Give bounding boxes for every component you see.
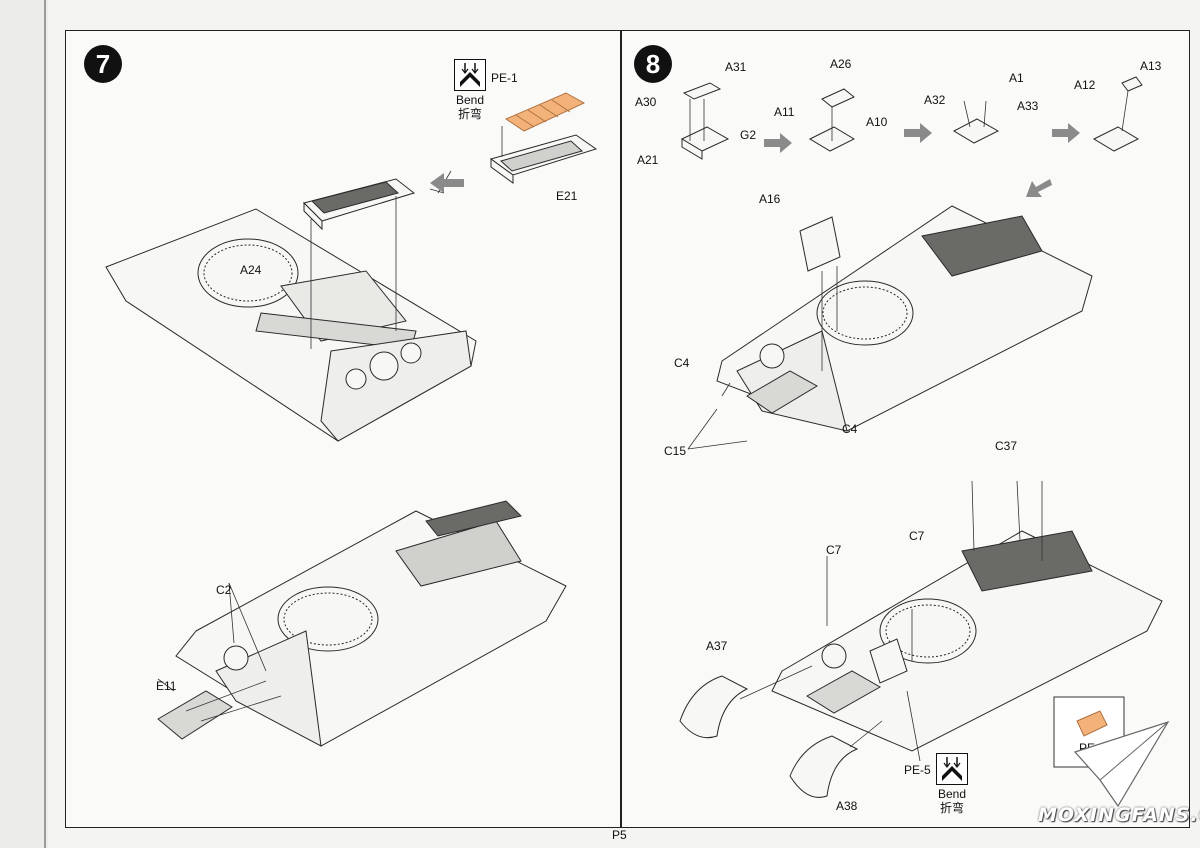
hatch-subassembly-4 [1092,126,1140,152]
step-8-number: 8 [634,45,672,83]
part-label: PE-1 [491,71,518,85]
bend-symbol-step7: Bend 折弯 [454,59,486,121]
e11-part [157,690,233,740]
step-8-diagram [679,76,1163,798]
watermark-text: MOXINGFANS.COM [1038,804,1200,826]
step-7-panel: 7 [65,30,621,828]
engine-grille-lower [395,520,522,587]
part-label: A21 [637,153,659,167]
part-label: E21 [556,189,578,203]
photo-etch-pe1 [504,92,586,132]
page-binding-margin [0,0,48,848]
bend-icon [454,59,486,91]
part-label: C37 [995,439,1018,453]
turret-ring-upper [197,238,299,308]
direction-arrow [904,123,932,143]
part-label: A12 [1074,78,1096,92]
part-label: A32 [924,93,946,107]
direction-arrow [430,173,464,193]
fender-a38 [789,735,859,798]
part-label: A38 [836,799,858,813]
rear-hatch-upper [746,370,818,414]
rear-plate-upper [320,330,472,442]
page-number: P5 [612,828,627,842]
part-label: E11 [156,679,177,693]
direction-arrow [1052,123,1080,143]
part-label: C7 [826,543,842,557]
part-label: A13 [1140,59,1162,73]
part-label: G2 [740,128,757,142]
part-label: A26 [830,57,852,71]
part-label: A31 [725,60,747,74]
bend-label-zh: 折弯 [939,801,964,815]
bend-icon [936,753,968,785]
part-label: A24 [240,263,262,277]
part-label: A37 [706,639,728,653]
step-7-diagram [105,92,598,747]
part-label: C2 [216,583,232,597]
part-label: C7 [909,529,925,543]
bend-label-en: Bend [455,93,485,107]
bend-label-en: Bend [937,787,967,801]
rear-hatch-lower [806,670,882,714]
part-label: PE-5 [904,763,931,777]
direction-arrow [764,133,792,153]
part-label: A30 [635,95,657,109]
part-label: C4 [674,356,690,370]
a16-part [799,216,841,272]
part-label: C4 [842,422,858,436]
direction-arrow [1026,179,1052,197]
bend-symbol-step8: Bend 折弯 [936,753,968,815]
part-label: A11 [774,105,795,119]
step-7-number: 7 [84,45,122,83]
fender-a37 [679,675,749,739]
part-label: A10 [866,115,888,129]
engine-grille-upper [921,215,1043,277]
turret-ring-lower [879,598,977,664]
part-label: A33 [1017,99,1039,113]
step-8-panel: 8 [621,30,1190,828]
binding-line [44,0,46,848]
engine-grille-lower [961,530,1093,592]
part-label: C15 [664,444,687,458]
part-label: A16 [759,192,781,206]
turret-ring-upper [816,280,914,346]
bend-label-zh: 折弯 [457,107,482,121]
part-label: PE-5 [1079,741,1106,755]
hatch-subassembly-3 [952,118,1000,144]
part-label: A1 [1009,71,1024,85]
